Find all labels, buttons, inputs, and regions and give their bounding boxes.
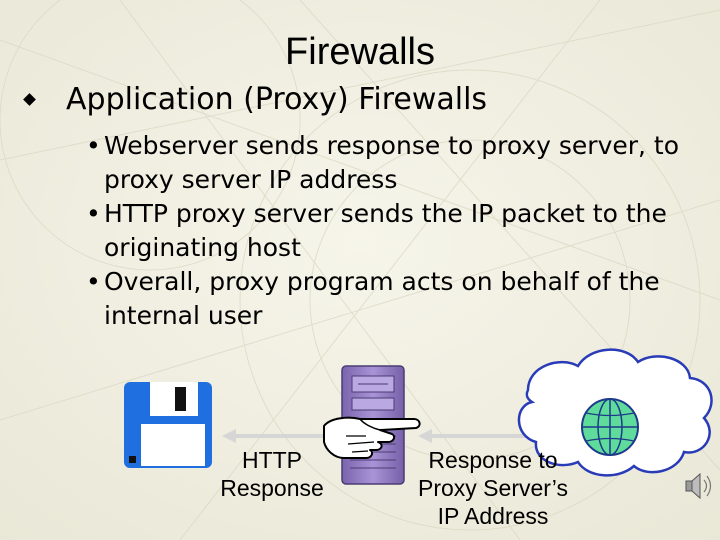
sub-bullet-text: Webserver sends response to proxy server… [104, 131, 680, 194]
sub-bullet-list: • Webserver sends response to proxy serv… [84, 129, 704, 333]
globe-icon [581, 398, 639, 456]
slide-title: Firewalls [285, 31, 435, 73]
sub-bullet-text: HTTP proxy server sends the IP packet to… [104, 199, 667, 262]
speaker-icon[interactable] [685, 472, 712, 500]
caption-line: HTTP [241, 447, 303, 473]
sub-bullet-text: Overall, proxy program acts on behalf of… [104, 267, 660, 330]
main-bullet-text: Application (Proxy) Firewalls [66, 82, 488, 117]
caption-line: Proxy Server’s [418, 475, 568, 501]
bullet-dot-icon: • [86, 267, 101, 296]
sub-bullet-item: • HTTP proxy server sends the IP packet … [84, 197, 704, 265]
bullet-dot-icon: • [86, 199, 101, 228]
left-arrow [222, 429, 328, 443]
sub-bullet-item: • Overall, proxy program acts on behalf … [84, 265, 704, 333]
caption-line: Response [220, 475, 324, 501]
floppy-disk-icon [124, 382, 212, 468]
bullet-dot-icon: • [86, 131, 101, 160]
caption-line: IP Address [437, 503, 549, 529]
http-response-label: HTTP Response [212, 446, 332, 502]
caption-line: Response to [428, 447, 558, 473]
pointing-hand-icon [323, 416, 421, 459]
proxy-response-label: Response to Proxy Server’s IP Address [404, 446, 582, 530]
main-bullet: Application (Proxy) Firewalls [20, 80, 720, 120]
sub-bullet-item: • Webserver sends response to proxy serv… [84, 129, 704, 197]
